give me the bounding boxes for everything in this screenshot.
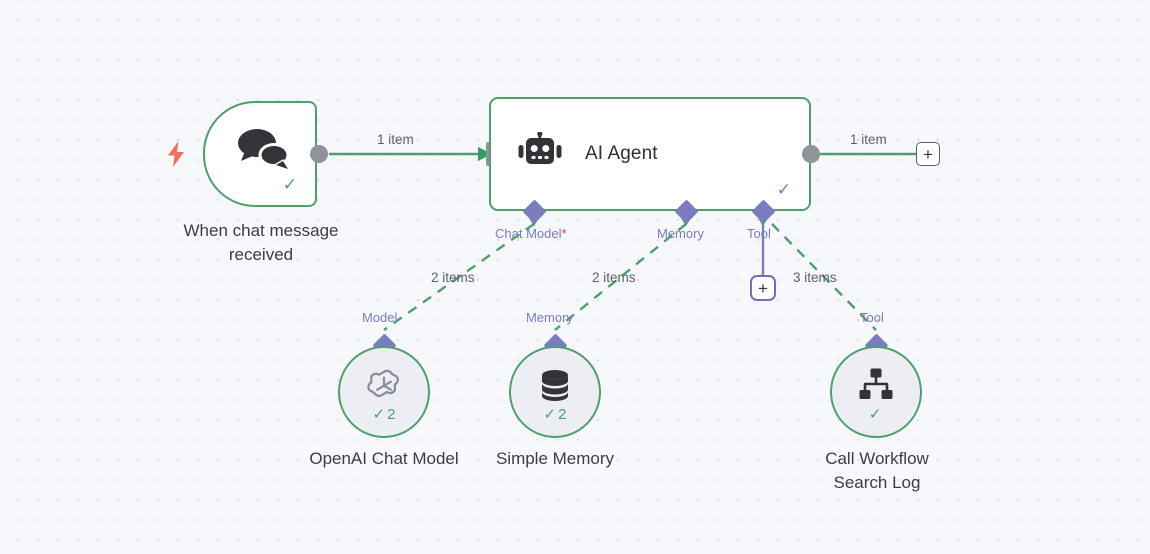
add-tool-node-button[interactable]: +	[750, 275, 776, 301]
agent-connector-label-chat-model-text: Chat Model	[495, 226, 562, 241]
edge-label-agent-to-tool: 3 items	[793, 270, 837, 285]
sub-connector-label-memory: Memory	[526, 310, 573, 325]
node-caption-openai-chat-model: OpenAI Chat Model	[309, 449, 459, 468]
agent-status-check-icon: ✓	[776, 180, 791, 199]
edge-label-trigger-to-agent: 1 item	[377, 132, 414, 147]
robot-icon	[517, 130, 563, 177]
edge-label-agent-to-model: 2 items	[431, 270, 475, 285]
memory-status-check-icon: ✓	[543, 406, 557, 423]
node-call-workflow-search-log[interactable]: ✓	[830, 346, 922, 438]
agent-connector-label-chat-model: Chat Model*	[495, 226, 567, 241]
sub-connector-label-model: Model	[362, 310, 398, 325]
agent-connector-label-tool: Tool	[747, 226, 771, 241]
node-when-chat-message-received[interactable]: ✓	[203, 101, 317, 207]
database-icon	[536, 366, 574, 409]
agent-output-port[interactable]	[802, 145, 820, 163]
trigger-bolt-icon	[166, 141, 186, 172]
openai-status-check-icon: ✓	[372, 406, 386, 423]
tool-run-status: ✓	[832, 407, 920, 422]
agent-connector-label-memory: Memory	[657, 226, 704, 241]
sub-connector-label-tool: Tool	[860, 310, 884, 325]
openai-logo-icon	[364, 365, 404, 410]
trigger-output-port[interactable]	[310, 145, 328, 163]
node-simple-memory[interactable]: ✓2	[509, 346, 601, 438]
tool-status-check-icon: ✓	[868, 406, 882, 423]
edge-label-agent-to-output: 1 item	[850, 132, 887, 147]
node-caption-call-workflow-search-log: Call Workflow Search Log	[825, 449, 929, 492]
edge-label-agent-to-memory: 2 items	[592, 270, 636, 285]
trigger-status-check-icon: ✓	[282, 175, 297, 194]
node-caption-trigger: When chat message received	[183, 221, 339, 264]
memory-run-status: ✓2	[511, 407, 599, 422]
node-caption-simple-memory: Simple Memory	[495, 449, 615, 468]
node-openai-chat-model[interactable]: ✓2	[338, 346, 430, 438]
node-title-ai-agent: AI Agent	[585, 143, 658, 164]
memory-run-count: 2	[558, 406, 567, 423]
required-asterisk: *	[561, 226, 567, 241]
add-output-node-button[interactable]: +	[916, 142, 940, 166]
openai-run-count: 2	[387, 406, 396, 423]
openai-run-status: ✓2	[340, 407, 428, 422]
node-ai-agent[interactable]: AI Agent ✓	[489, 97, 811, 211]
chat-bubbles-icon	[233, 124, 295, 179]
sitemap-icon	[857, 368, 895, 407]
